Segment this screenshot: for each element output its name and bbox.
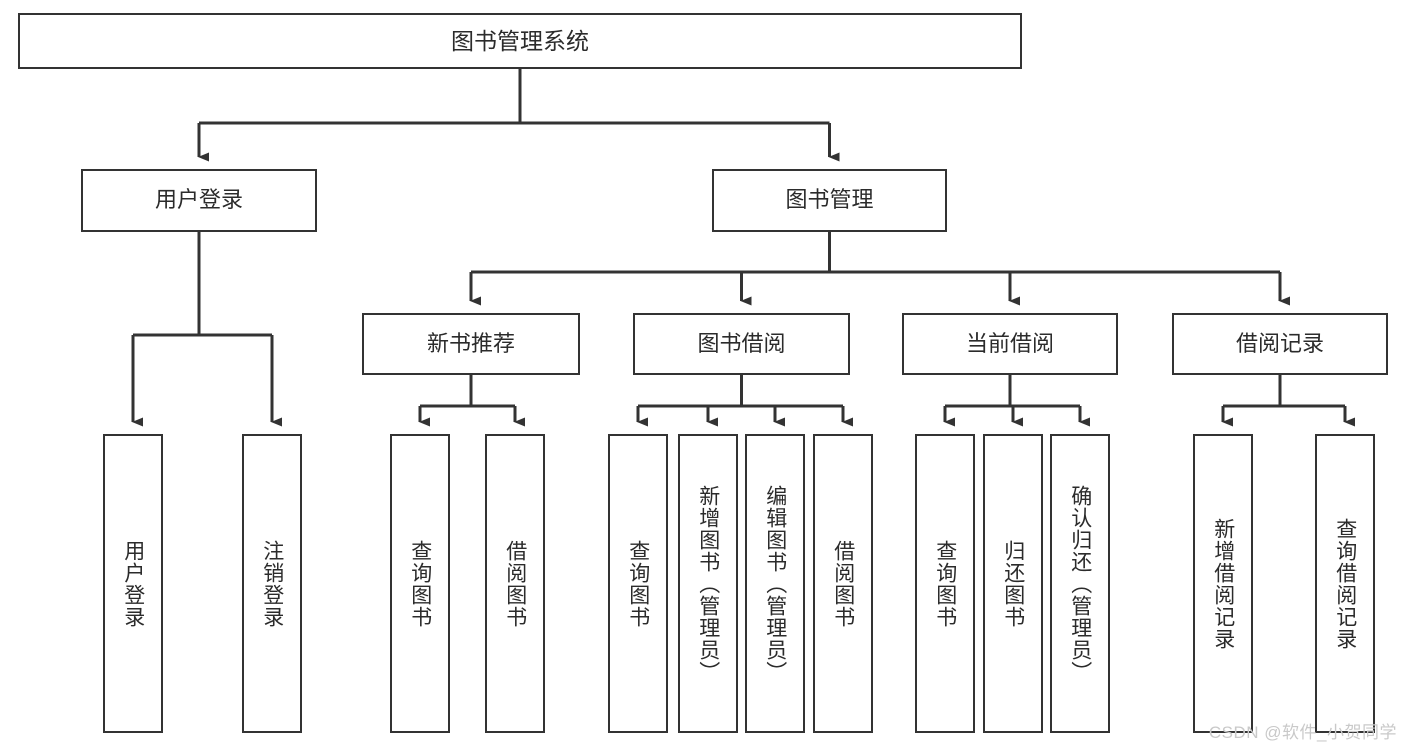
node-leaf-add-record[interactable]: 新增借阅记录 [1193,434,1253,733]
node-root[interactable]: 图书管理系统 [18,13,1022,69]
node-label: 查询图书 [933,539,957,628]
node-label: 新增借阅记录 [1211,517,1235,650]
node-label: 新增图书（管理员） [696,484,720,683]
node-label: 新书推荐 [426,330,515,356]
node-leaf-user-login[interactable]: 用户登录 [103,434,163,733]
node-new-book-rec[interactable]: 新书推荐 [362,313,580,375]
node-leaf-query-book-2[interactable]: 查询图书 [608,434,668,733]
node-label: 查询图书 [408,539,432,628]
node-label: 当前借阅 [965,330,1054,356]
node-leaf-query-book-1[interactable]: 查询图书 [390,434,450,733]
node-label: 图书借阅 [697,330,786,356]
node-label: 用户登录 [154,187,243,213]
node-label: 借阅记录 [1235,330,1324,356]
node-label: 确认归还（管理员） [1068,484,1092,683]
node-label: 借阅图书 [831,539,855,628]
node-borrow-record[interactable]: 借阅记录 [1172,313,1388,375]
node-leaf-query-book-3[interactable]: 查询图书 [915,434,975,733]
node-label: 查询图书 [626,539,650,628]
node-label: 注销登录 [260,539,284,628]
node-leaf-return-book[interactable]: 归还图书 [983,434,1043,733]
node-label: 编辑图书（管理员） [763,484,787,683]
node-label: 图书管理系统 [451,27,589,54]
node-leaf-confirm-return[interactable]: 确认归还（管理员） [1050,434,1110,733]
node-leaf-borrow-book-2[interactable]: 借阅图书 [813,434,873,733]
node-label: 归还图书 [1001,539,1025,628]
node-leaf-edit-book[interactable]: 编辑图书（管理员） [745,434,805,733]
node-label: 借阅图书 [503,539,527,628]
node-label: 查询借阅记录 [1333,517,1357,650]
node-book-manage[interactable]: 图书管理 [712,169,947,232]
node-user-login[interactable]: 用户登录 [81,169,317,232]
node-label: 用户登录 [121,539,145,628]
node-leaf-user-logout[interactable]: 注销登录 [242,434,302,733]
node-current-borrow[interactable]: 当前借阅 [902,313,1118,375]
node-label: 图书管理 [785,187,874,213]
node-leaf-query-record[interactable]: 查询借阅记录 [1315,434,1375,733]
node-leaf-add-book[interactable]: 新增图书（管理员） [678,434,738,733]
node-leaf-borrow-book-1[interactable]: 借阅图书 [485,434,545,733]
node-book-borrow[interactable]: 图书借阅 [633,313,850,375]
